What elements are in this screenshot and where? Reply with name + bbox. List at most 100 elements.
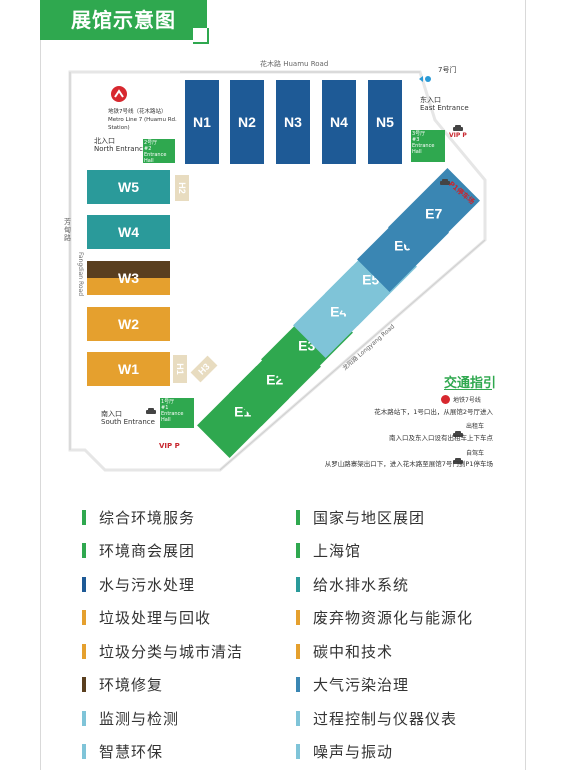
legend-color-swatch — [296, 509, 300, 525]
legend-label: 综合环境服务 — [99, 508, 196, 527]
transport-underline — [444, 389, 492, 390]
legend-item: 垃圾分类与城市清洁 — [82, 640, 243, 662]
gate7-label: 7号门 — [438, 66, 457, 74]
hall-w5[interactable]: W5 — [87, 170, 170, 204]
hall-w2[interactable]: W2 — [87, 307, 170, 341]
entrance-hall-2[interactable]: 2号厅 #2 Entrance Hall — [143, 139, 175, 164]
entrance-hall-3[interactable]: 3号厅 #3 Entrance Hall — [411, 130, 445, 162]
transport-taxi-text: 南入口及东入口设有出租车上下车点 — [389, 434, 493, 442]
legend-label: 垃圾分类与城市清洁 — [99, 642, 244, 661]
legend-item: 环境修复 — [82, 674, 163, 696]
metro-station-en: Metro Line 7 (Huamu Rd. Station) — [108, 117, 177, 131]
road-fangdian-en-label: Fangdian Road — [77, 251, 85, 297]
hall-h2[interactable]: H2 — [175, 175, 189, 201]
legend-item: 水与污水处理 — [82, 573, 195, 595]
legend-color-swatch — [82, 543, 86, 558]
legend-color-swatch — [82, 710, 86, 726]
entrance-hall-3-en: Entrance Hall — [412, 143, 435, 155]
legend-label: 环境修复 — [99, 676, 164, 694]
legend-item: 垃圾处理与回收 — [82, 607, 211, 629]
legend-color-swatch — [296, 543, 300, 558]
south-entrance-label: 南入口 South Entrance — [101, 410, 155, 426]
hall-h2-label: H2 — [176, 182, 187, 194]
metro-logo-icon — [111, 86, 127, 102]
hall-w3-bottom[interactable] — [87, 278, 170, 295]
page-title: 展馆示意图 — [40, 0, 207, 40]
east-entrance-cn: 东入口 — [420, 96, 441, 104]
entrance-hall-1-cn: 1号厅 — [161, 399, 175, 405]
legend-color-swatch — [296, 677, 300, 692]
entrance-hall-2-cn: 2号厅 — [144, 140, 158, 146]
legend-item: 智慧环保 — [82, 741, 163, 763]
east-entrance-label: 东入口 East Entrance — [420, 96, 469, 112]
hall-h1[interactable]: H1 — [173, 355, 187, 383]
entrance-hall-3-num: #3 — [412, 137, 420, 143]
legend-color-swatch — [82, 610, 86, 625]
legend-item: 废弃物资源化与能源化 — [296, 607, 473, 629]
legend-label: 垃圾处理与回收 — [99, 609, 212, 627]
entrance-hall-2-en: Entrance Hall — [144, 152, 167, 164]
legend-label: 国家与地区展团 — [313, 508, 426, 527]
metro-station-label: 地铁7号线（花木路站） Metro Line 7 (Huamu Rd. Stat… — [108, 108, 188, 132]
hall-w1[interactable]: W1 — [87, 352, 170, 386]
hall-n1[interactable]: N1 — [185, 80, 219, 164]
legend-color-swatch — [296, 744, 300, 759]
east-entrance-en: East Entrance — [420, 104, 469, 112]
car-icon-p1 — [440, 171, 450, 185]
legend-color-swatch — [296, 710, 300, 726]
legend-item: 国家与地区展团 — [296, 506, 425, 528]
hall-h1-label: H1 — [174, 363, 185, 375]
road-fangdian-cn-label: 芳甸路 — [64, 218, 71, 242]
legend-item: 综合环境服务 — [82, 506, 195, 528]
metro-small-icon — [441, 395, 450, 404]
legend-color-swatch — [296, 576, 300, 592]
north-entrance-label: 北入口 North Entrance — [94, 137, 147, 153]
south-entrance-en: South Entrance — [101, 418, 155, 426]
legend-label: 监测与检测 — [99, 709, 180, 728]
legend-label: 水与污水处理 — [99, 575, 196, 594]
road-huamu-label: 花木路 Huamu Road — [260, 60, 329, 68]
transport-taxi-label: 出租车 — [466, 423, 485, 430]
legend-label: 碳中和技术 — [313, 642, 394, 661]
title-corner-decoration — [193, 28, 209, 44]
legend-color-swatch — [82, 576, 86, 592]
self-drive-icon — [453, 450, 463, 464]
vip-parking-south[interactable]: VIP P — [159, 442, 180, 450]
entrance-hall-1[interactable]: 1号厅 #1 Entrance Hall — [160, 398, 194, 428]
legend-item: 监测与检测 — [82, 707, 179, 729]
hall-w4[interactable]: W4 — [87, 215, 170, 249]
hall-w3-top[interactable] — [87, 261, 170, 278]
hall-n2[interactable]: N2 — [230, 80, 264, 164]
entrance-hall-1-en: Entrance Hall — [161, 411, 184, 423]
hall-n4[interactable]: N4 — [322, 80, 356, 164]
legend-item: 过程控制与仪器仪表 — [296, 707, 457, 729]
entrance-hall-2-num: #2 — [144, 146, 152, 152]
legend-color-swatch — [82, 744, 86, 759]
north-entrance-cn: 北入口 — [94, 137, 115, 145]
car-icon-south — [146, 400, 156, 414]
legend-item: 环境商会展团 — [82, 540, 195, 562]
transport-heading: 交通指引 — [444, 376, 497, 391]
legend-label: 噪声与振动 — [313, 743, 394, 761]
transport-car-label: 自驾车 — [466, 450, 485, 457]
entrance-hall-1-num: #1 — [161, 405, 169, 411]
arrow-icon-gate7 — [419, 67, 433, 82]
legend-label: 智慧环保 — [99, 743, 164, 761]
legend-item: 噪声与振动 — [296, 741, 393, 763]
legend-item: 上海馆 — [296, 540, 361, 562]
legend-color-swatch — [82, 677, 86, 692]
north-entrance-en: North Entrance — [94, 145, 148, 153]
legend-label: 上海馆 — [313, 542, 362, 560]
transport-metro-text: 花木路站下，1号口出，从展馆2号厅进入 — [374, 408, 493, 416]
legend-label: 过程控制与仪器仪表 — [313, 709, 458, 728]
legend-label: 大气污染治理 — [313, 676, 410, 694]
hall-n3[interactable]: N3 — [276, 80, 310, 164]
hall-e7-label: E7 — [425, 206, 443, 222]
legend-label: 环境商会展团 — [99, 542, 196, 560]
entrance-hall-3-cn: 3号厅 — [412, 131, 426, 137]
vip-parking-east[interactable]: VIP P — [449, 132, 467, 139]
transport-car-text: 从罗山路寨架出口下，进入花木路至展馆7号门到P1停车场 — [324, 460, 493, 468]
transport-metro-label: 地铁7号线 — [453, 397, 481, 404]
hall-n5[interactable]: N5 — [368, 80, 402, 164]
legend-item: 大气污染治理 — [296, 674, 409, 696]
